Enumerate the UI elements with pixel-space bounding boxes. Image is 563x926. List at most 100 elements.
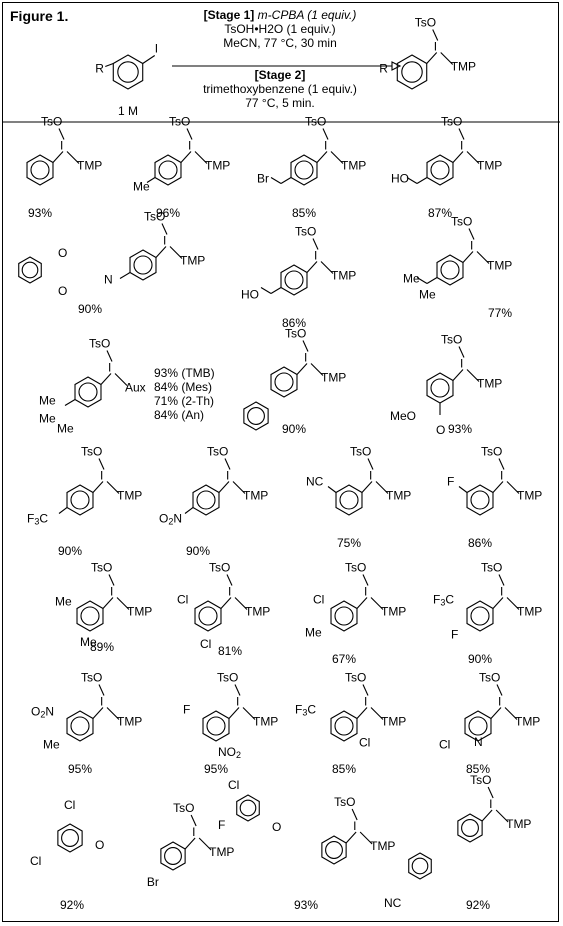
tosylate-label: TsO: [209, 561, 230, 575]
bond: [426, 277, 438, 284]
fluorine-label: F: [451, 628, 458, 642]
tosylate-label: TsO: [470, 773, 491, 787]
yield-label: 81%: [218, 644, 242, 658]
bond: [58, 507, 68, 514]
stage-1-conditions: [Stage 1] m-CPBA (1 equiv.) TsOH•H2O (1 …: [180, 8, 380, 50]
tosylate-label: TsO: [207, 445, 228, 459]
methyl-label: Me: [419, 288, 436, 302]
dashed-bond: [312, 238, 319, 250]
nitrogen-label: N: [474, 735, 483, 749]
methyl-label: Me: [403, 272, 420, 286]
tosylate-label: TsO: [350, 445, 371, 459]
iodine-label: I: [353, 819, 356, 833]
iodine-label: I: [364, 585, 367, 599]
bond: [102, 597, 114, 609]
yield-label: 90%: [282, 422, 306, 436]
bond: [495, 809, 509, 823]
bond: [232, 481, 246, 494]
trifluoromethyl-label: F3C: [433, 593, 454, 608]
bond: [452, 151, 464, 163]
aromatic-circle: [247, 407, 265, 425]
stage-2-temperature: 77 °C, 5 min.: [245, 96, 315, 110]
dashed-bond: [302, 340, 309, 352]
yield-label: 93%: [294, 898, 318, 912]
stage-2-reagent: trimethoxybenzene (1 equiv.): [203, 82, 357, 96]
bond: [492, 481, 504, 493]
hydroxyl-label: HO: [391, 172, 409, 186]
aromatic-circle: [334, 716, 354, 736]
dashed-bond: [322, 128, 329, 140]
bond: [106, 481, 120, 494]
starting-material-concentration: 1 M: [118, 104, 139, 118]
nitrogen-label: N: [104, 273, 113, 287]
bond: [234, 597, 248, 610]
bond: [142, 55, 156, 64]
tosylate-label: TsO: [91, 561, 112, 575]
tmp-label: TMP: [386, 489, 411, 503]
aromatic-circle: [461, 819, 479, 837]
bond: [466, 151, 480, 164]
yield-label: 77%: [488, 306, 512, 320]
fluorine-label: F: [183, 703, 190, 717]
tmp-label: TMP: [245, 605, 270, 619]
yield-label: 87%: [428, 206, 452, 220]
bond: [361, 481, 373, 493]
bond: [280, 177, 292, 184]
tosylate-label: TsO: [305, 115, 326, 129]
aromatic-circle: [339, 490, 359, 510]
iodine-label: I: [100, 469, 103, 483]
aromatic-circle: [470, 606, 490, 626]
chlorine-label: Cl: [313, 593, 324, 607]
fluorine-label: F: [447, 475, 454, 489]
cyano-label: NC: [384, 896, 402, 910]
dashed-bond: [498, 458, 505, 470]
iodine-label: I: [228, 585, 231, 599]
bond: [356, 707, 368, 719]
iodine-label: I: [304, 351, 307, 365]
halophenyl-ring: [236, 794, 260, 822]
bond: [356, 597, 368, 609]
dashed-bond: [432, 29, 439, 41]
tmp-label: TMP: [370, 839, 395, 853]
tmp-label: TMP: [506, 817, 531, 831]
dashed-bond: [496, 684, 503, 696]
bond: [359, 831, 373, 845]
bond: [92, 481, 104, 493]
yield-label: 95%: [204, 762, 228, 776]
tmp-label: TMP: [331, 269, 356, 283]
hydroxyl-label: HO: [241, 288, 259, 302]
stage-2-conditions: [Stage 2] trimethoxybenzene (1 equiv.) 7…: [165, 68, 395, 110]
chlorine-label: Cl: [359, 736, 370, 750]
iodine-label: I: [236, 695, 239, 709]
bond: [490, 707, 502, 719]
yield-label: 90%: [78, 302, 102, 316]
tosylate-label: TsO: [441, 333, 462, 347]
tmp-label: TMP: [253, 715, 278, 729]
aromatic-circle: [21, 261, 39, 279]
dashed-bond: [458, 128, 465, 140]
yield-label: 86%: [282, 316, 306, 330]
bond: [462, 251, 474, 263]
aromatic-circle: [284, 270, 304, 290]
yield-label: 85%: [332, 762, 356, 776]
iodine-label: I: [364, 695, 367, 709]
tmp-label: TMP: [205, 159, 230, 173]
bond: [481, 809, 493, 822]
bond: [345, 831, 357, 844]
bond: [198, 837, 212, 851]
aromatic-circle: [70, 716, 90, 736]
iodine-label: I: [192, 825, 195, 839]
tmp-label: TMP: [180, 254, 205, 268]
methyl-label: Me: [43, 738, 60, 752]
bond: [180, 151, 192, 163]
tmp-label: TMP: [209, 845, 234, 859]
aromatic-circle: [78, 382, 98, 402]
aromatic-circle: [206, 716, 226, 736]
chlorine-label: Cl: [439, 738, 450, 752]
bond: [184, 837, 196, 850]
figure-title: Figure 1.: [10, 8, 69, 24]
aromatic-circle: [80, 606, 100, 626]
iodine-label: I: [324, 139, 327, 153]
bond: [327, 486, 337, 493]
